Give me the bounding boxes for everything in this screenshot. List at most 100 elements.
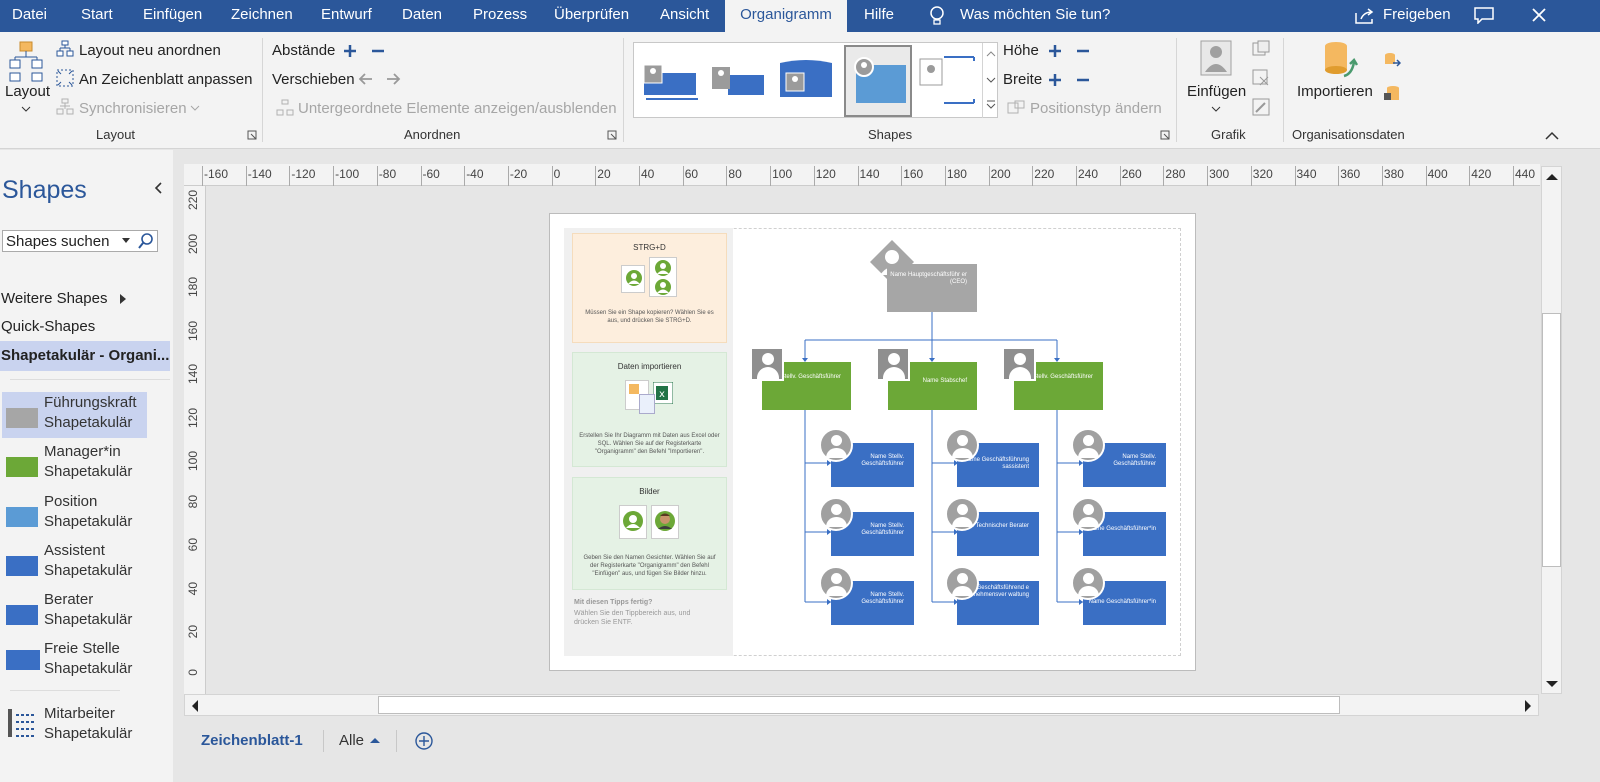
minus-icon[interactable] [1076, 44, 1090, 58]
tab-einfuegen[interactable]: Einfügen [143, 6, 203, 23]
share-button[interactable]: Freigeben [1383, 6, 1451, 23]
shape-style-gallery[interactable] [633, 42, 998, 118]
org-box-ceo[interactable]: Name Hauptgeschäftsführ er (CEO) [887, 264, 977, 312]
search-dropdown-icon[interactable] [122, 238, 130, 244]
style-thumb-1[interactable] [640, 61, 700, 101]
style-thumb-3[interactable] [776, 55, 836, 101]
tip-card-import[interactable]: Daten importieren x Erstellen Sie Ihr Di… [572, 352, 727, 467]
group-label-arrange: Anordnen [404, 127, 461, 142]
minus-icon[interactable] [371, 44, 385, 58]
group-separator [623, 38, 624, 142]
tab-daten[interactable]: Daten [402, 6, 443, 23]
insert-picture-icon[interactable] [1200, 40, 1232, 76]
fit-to-page-icon[interactable] [56, 69, 74, 87]
style-thumb-2[interactable] [708, 61, 768, 101]
gallery-down-icon[interactable] [986, 76, 996, 84]
org-box-position[interactable]: Name Stellv. Geschäftsführer [1083, 443, 1166, 487]
gallery-scroll[interactable] [982, 43, 998, 118]
import-data-icon[interactable] [1322, 40, 1358, 80]
scroll-up-icon[interactable] [1546, 173, 1558, 181]
org-box-position[interactable]: Name Stellv. Geschäftsführer [831, 581, 914, 625]
picture-options-icon[interactable] [1252, 98, 1270, 116]
tab-organigramm[interactable]: Organigramm [725, 0, 847, 32]
change-picture-icon[interactable] [1252, 40, 1270, 58]
quick-shapes[interactable]: Quick-Shapes [1, 318, 96, 335]
person-avatar [1071, 497, 1105, 531]
collapse-ribbon-icon[interactable] [1545, 131, 1559, 140]
relayout-button[interactable]: Layout neu anordnen [79, 42, 221, 59]
collapse-pane-icon[interactable] [153, 182, 163, 194]
plus-icon[interactable] [1048, 44, 1062, 58]
tab-zeichnen[interactable]: Zeichnen [231, 6, 293, 23]
tab-entwurf[interactable]: Entwurf [321, 6, 372, 23]
share-icon[interactable] [1354, 7, 1376, 25]
ruler-h-tick: 320 [1252, 167, 1273, 181]
export-data-icon[interactable] [1383, 51, 1401, 69]
tip-title: STRG+D [633, 243, 666, 252]
tab-datei[interactable]: Datei [12, 6, 48, 23]
dialog-launcher-icon[interactable] [607, 130, 617, 140]
more-shapes[interactable]: Weitere Shapes [1, 290, 108, 307]
delete-picture-icon[interactable] [1252, 69, 1270, 87]
arrow-right-icon[interactable] [386, 72, 401, 86]
close-icon[interactable] [1531, 7, 1547, 23]
plus-icon[interactable] [343, 44, 357, 58]
minus-icon[interactable] [1076, 73, 1090, 87]
comments-icon[interactable] [1474, 7, 1494, 24]
sheet-tab-active[interactable]: Zeichenblatt-1 [201, 732, 303, 749]
import-button[interactable]: Importieren [1297, 83, 1373, 100]
org-box-position[interactable]: Name Stellv. Geschäftsführer [831, 512, 914, 556]
tab-ueberpruefen[interactable]: Überprüfen [554, 6, 630, 23]
dialog-launcher-icon[interactable] [247, 130, 257, 140]
stencil-swatch [6, 650, 40, 670]
tab-prozess[interactable]: Prozess [473, 6, 528, 23]
caret-up-icon[interactable] [370, 737, 380, 744]
tell-me-search[interactable]: Was möchten Sie tun? [960, 6, 1111, 23]
scroll-left-icon[interactable] [191, 700, 199, 712]
style-thumb-5[interactable] [918, 51, 980, 109]
active-stencil[interactable]: Shapetakulär - Organi... [0, 341, 170, 371]
gallery-more-icon[interactable] [986, 100, 996, 110]
horizontal-scroll-thumb[interactable] [378, 696, 1340, 714]
gallery-up-icon[interactable] [986, 50, 996, 58]
relayout-icon[interactable] [56, 40, 74, 58]
scroll-right-icon[interactable] [1524, 700, 1532, 712]
vertical-ruler [184, 186, 206, 696]
tab-ansicht[interactable]: Ansicht [660, 6, 710, 23]
all-sheets-button[interactable]: Alle [339, 732, 365, 749]
tip-card-pictures[interactable]: Bilder Geben Sie den Namen Gesichter. Wä… [572, 477, 727, 590]
vertical-scroll-thumb[interactable] [1542, 313, 1561, 567]
fit-to-page-button[interactable]: An Zeichenblatt anpassen [79, 71, 253, 88]
vertical-scrollbar[interactable] [1541, 166, 1562, 694]
plus-icon[interactable] [1048, 73, 1062, 87]
insert-picture-button[interactable]: Einfügen [1187, 83, 1247, 100]
ruler-h-tick: 220 [1034, 167, 1055, 181]
scroll-down-icon[interactable] [1546, 680, 1558, 688]
tab-start[interactable]: Start [81, 6, 113, 23]
height-label: Höhe [1003, 42, 1039, 59]
ruler-h-mark [507, 166, 509, 186]
layout-icon[interactable] [8, 40, 46, 84]
shapes-search-box[interactable]: Shapes suchen [2, 230, 158, 252]
ruler-h-mark [1032, 166, 1034, 186]
tab-hilfe[interactable]: Hilfe [864, 6, 895, 23]
add-sheet-icon[interactable] [414, 731, 434, 751]
arrow-left-icon[interactable] [358, 72, 373, 86]
horizontal-scrollbar[interactable] [184, 694, 1539, 716]
search-icon[interactable] [138, 233, 154, 249]
refresh-data-icon[interactable] [1383, 84, 1401, 102]
tip-card-copy[interactable]: STRG+D Müssen Sie ein Shape kopieren? Wä… [572, 233, 727, 343]
shapes-search-input[interactable]: Shapes suchen [6, 233, 110, 250]
person-avatar [945, 566, 979, 600]
style-thumb-4-selected[interactable] [844, 45, 912, 117]
layout-button[interactable]: Layout [5, 83, 51, 100]
dialog-launcher-icon[interactable] [1160, 130, 1170, 140]
group-separator [262, 38, 263, 142]
